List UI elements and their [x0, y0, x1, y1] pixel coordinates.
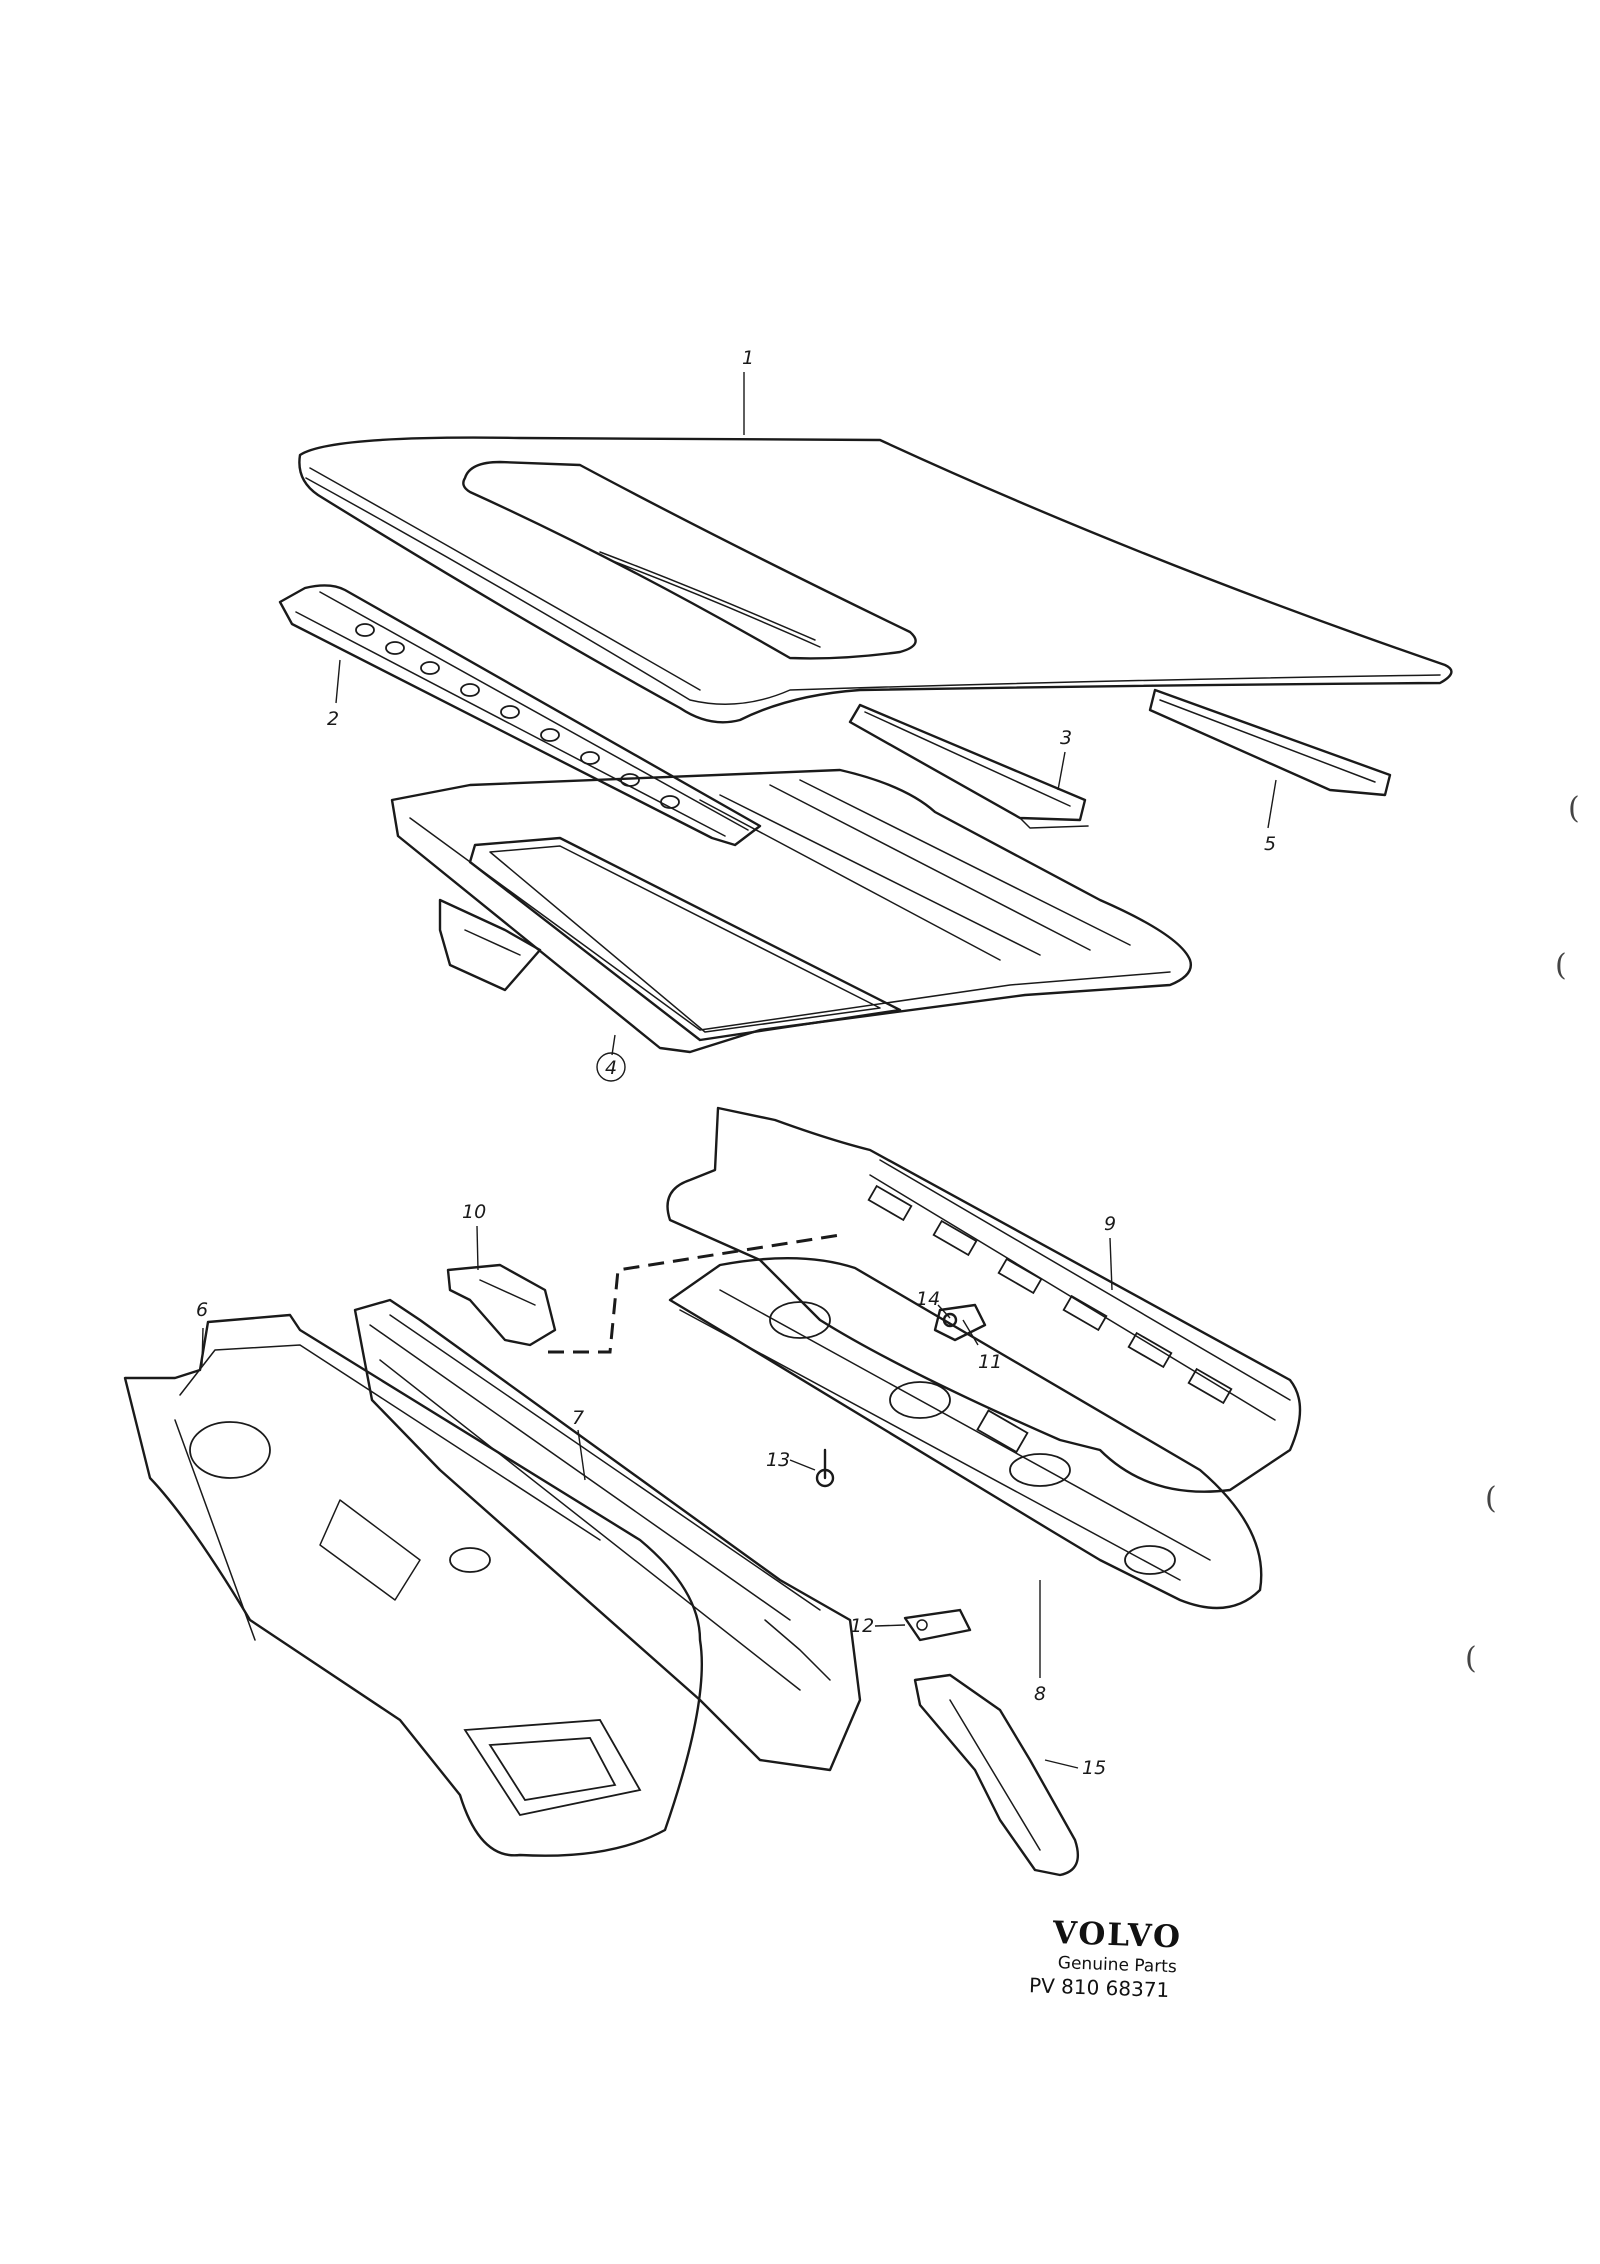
callout-labels: 1 2 3 4 5 6 7 8 9 10 11 12 13 14 15: [196, 347, 1276, 1779]
roof-bow-3: [848, 703, 1089, 829]
callout-5: 5: [1264, 833, 1276, 855]
rear-cross-member: [353, 1298, 862, 1772]
nut-12: [903, 1608, 972, 1642]
screw-13: [815, 1448, 835, 1488]
volvo-branding: VOLVO Genuine Parts PV 810 68371: [1029, 1915, 1183, 2002]
callout-3: 3: [1060, 727, 1072, 749]
callout-4-circle: [596, 1052, 626, 1082]
margin-marks: ( ( ( (: [1465, 791, 1580, 1676]
callout-1: 1: [742, 347, 754, 369]
callout-9: 9: [1104, 1213, 1116, 1235]
margin-mark-4: (: [1465, 1641, 1477, 1676]
rear-upper-panel: [666, 1106, 1302, 1493]
roof-bow-5: [1148, 688, 1392, 797]
leader-lines: [201, 372, 1277, 1769]
front-roof-rail: [278, 584, 762, 847]
nut-14: [942, 1312, 958, 1328]
margin-mark-3: (: [1485, 1481, 1497, 1516]
callout-14: 14: [916, 1288, 940, 1310]
part-number: PV 810 68371: [1029, 1973, 1170, 2002]
volvo-logo: VOLVO: [1051, 1915, 1182, 1956]
rear-floor-panel: [668, 1257, 1263, 1610]
sunroof-frame: [390, 768, 1192, 1054]
assembly-dashed-line: [548, 1233, 841, 1354]
callout-10: 10: [462, 1201, 486, 1223]
margin-mark-1: (: [1568, 791, 1580, 826]
margin-mark-2: (: [1555, 948, 1567, 983]
bracket-15: [913, 1673, 1080, 1877]
callout-15: 15: [1082, 1757, 1106, 1779]
callout-4: 4: [605, 1057, 617, 1079]
rear-floor-pan: [123, 1313, 703, 1857]
callout-11: 11: [978, 1351, 1002, 1373]
callout-13: 13: [766, 1449, 790, 1471]
callout-7: 7: [572, 1407, 584, 1429]
callout-8: 8: [1034, 1683, 1046, 1705]
callout-6: 6: [196, 1299, 208, 1321]
callout-12: 12: [850, 1615, 874, 1637]
callout-2: 2: [327, 708, 339, 730]
roof-panel: [298, 436, 1453, 724]
bracket-10: [446, 1263, 557, 1347]
genuine-parts-label: Genuine Parts: [1058, 1953, 1178, 1977]
